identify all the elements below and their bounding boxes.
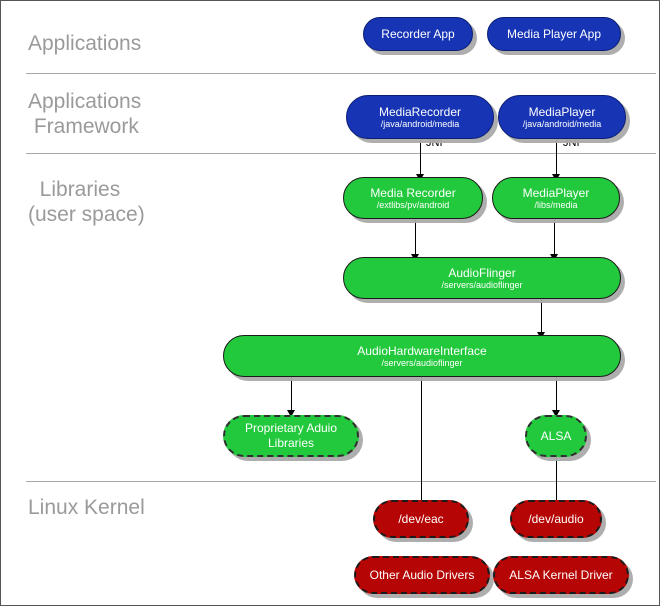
- connector-mediarecorder-fw-to-lib: [420, 139, 421, 175]
- node-audiohardwareinterface-path: /servers/audioflinger: [381, 357, 463, 368]
- node-recorder-app-title: Recorder App: [381, 27, 455, 41]
- band-label-applications-framework-line2: Framework: [28, 115, 139, 138]
- node-proprietary-audio-libraries[interactable]: Proprietary Aduio Libraries: [223, 415, 359, 457]
- node-audioflinger-title: AudioFlinger: [448, 265, 516, 280]
- connector-ahi-to-proprietary-libs: [291, 376, 292, 411]
- band-label-applications-framework-line1: Applications: [28, 90, 142, 113]
- divider-applications-framework: [26, 153, 656, 154]
- node-proprietary-audio-libraries-title-line2: Libraries: [267, 436, 315, 450]
- connector-alsa-to-dev-audio: [556, 456, 557, 501]
- node-media-player-app-title: Media Player App: [506, 27, 602, 41]
- node-dev-audio[interactable]: /dev/audio: [510, 500, 602, 538]
- node-media-player-library-path: /libs/media: [534, 199, 578, 210]
- node-audioflinger-path: /servers/audioflinger: [441, 279, 523, 290]
- node-media-recorder-library-title: Media Recorder: [370, 185, 456, 200]
- node-audiohardwareinterface-title: AudioHardwareInterface: [357, 343, 487, 358]
- node-dev-eac-title: /dev/eac: [398, 512, 444, 526]
- node-mediarecorder-framework[interactable]: MediaRecorder /java/android/media: [346, 95, 494, 139]
- band-label-libraries-line1: Libraries: [28, 178, 121, 201]
- divider-applications: [26, 73, 656, 74]
- node-media-recorder-library[interactable]: Media Recorder /extlibs/pv/android: [343, 177, 483, 219]
- node-mediarecorder-framework-title: MediaRecorder: [378, 104, 462, 119]
- node-alsa-kernel-driver-title: ALSA Kernel Driver: [509, 568, 613, 582]
- node-recorder-app[interactable]: Recorder App: [363, 17, 473, 51]
- node-mediaplayer-framework-title: MediaPlayer: [528, 104, 596, 119]
- connector-ahi-to-alsa: [556, 376, 557, 411]
- node-other-audio-drivers[interactable]: Other Audio Drivers: [354, 556, 490, 594]
- connector-mediaplayer-lib-to-audioflinger: [554, 219, 555, 255]
- band-label-linux-kernel: Linux Kernel: [28, 496, 145, 519]
- node-mediaplayer-framework-path: /java/android/media: [522, 118, 602, 129]
- divider-linux-kernel: [26, 481, 656, 482]
- node-other-audio-drivers-title: Other Audio Drivers: [369, 568, 475, 582]
- node-dev-eac[interactable]: /dev/eac: [373, 500, 469, 538]
- connector-mediaplayer-fw-to-lib: [556, 139, 557, 175]
- node-media-recorder-library-path: /extlibs/pv/android: [376, 199, 450, 210]
- edge-label-jni-right: JNI: [563, 137, 580, 149]
- band-label-libraries-line2: (user space): [28, 203, 145, 226]
- band-label-applications: Applications: [28, 32, 142, 55]
- node-alsa-title: ALSA: [540, 429, 572, 443]
- node-alsa-kernel-driver[interactable]: ALSA Kernel Driver: [493, 556, 629, 594]
- node-media-player-library[interactable]: MediaPlayer /libs/media: [492, 177, 620, 219]
- node-proprietary-audio-libraries-title-line1: Proprietary Aduio: [244, 421, 338, 435]
- edge-label-jni-left: JNI: [426, 137, 443, 149]
- node-media-player-library-title: MediaPlayer: [522, 185, 590, 200]
- connector-mediarecorder-lib-to-audioflinger: [415, 219, 416, 255]
- connector-audioflinger-to-audiohardwareinterface: [541, 299, 542, 333]
- node-audiohardwareinterface[interactable]: AudioHardwareInterface /servers/audiofli…: [223, 335, 621, 377]
- node-media-player-app[interactable]: Media Player App: [487, 17, 621, 51]
- arrowhead-ahi-to-alsa: [552, 410, 560, 417]
- node-alsa[interactable]: ALSA: [525, 415, 587, 457]
- arrowhead-ahi-to-proprietary-libs: [287, 410, 295, 417]
- node-dev-audio-title: /dev/audio: [528, 512, 584, 526]
- node-mediaplayer-framework[interactable]: MediaPlayer /java/android/media: [498, 95, 626, 139]
- node-mediarecorder-framework-path: /java/android/media: [380, 118, 460, 129]
- connector-ahi-to-dev-eac: [421, 376, 422, 501]
- node-audioflinger[interactable]: AudioFlinger /servers/audioflinger: [343, 257, 621, 299]
